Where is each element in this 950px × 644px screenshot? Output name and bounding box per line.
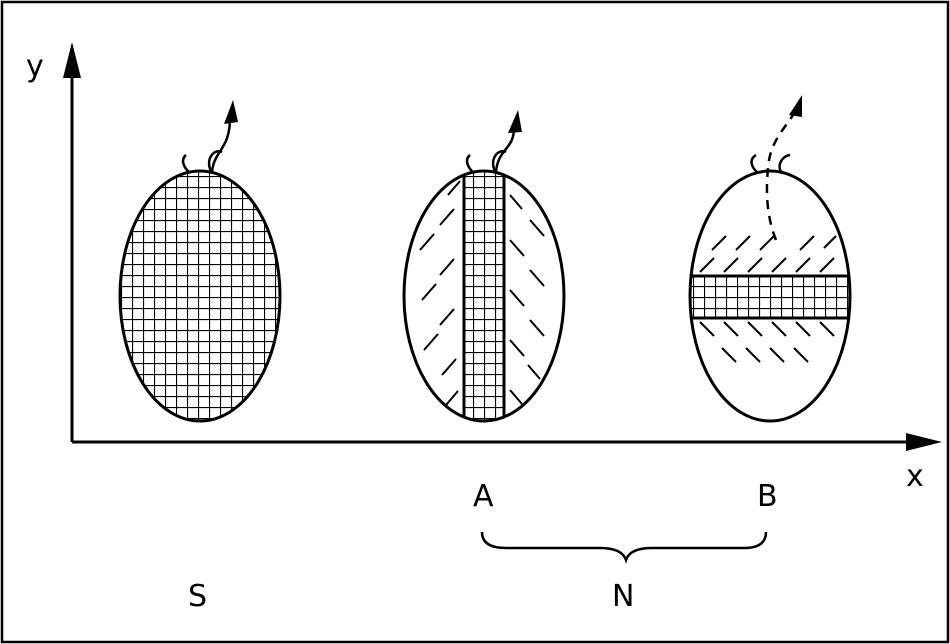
- ellipse-S: [120, 100, 280, 421]
- x-axis-label: x: [906, 459, 924, 494]
- outflow-arrowhead-S: [224, 100, 238, 124]
- label-S: S: [188, 579, 207, 614]
- outflow-arrow-S: [212, 118, 230, 172]
- outflow-arrowhead-A: [508, 110, 522, 133]
- outflow-arrow-A: [496, 128, 514, 172]
- hatch-upper-B: [700, 236, 836, 272]
- brace-A-B: [482, 532, 766, 560]
- outflow-arrowhead-B: [789, 95, 802, 117]
- label-A: A: [473, 479, 494, 514]
- hatch-lower-B: [700, 322, 834, 362]
- hatch-right-A: [510, 195, 544, 404]
- ellipse-B: [680, 95, 860, 421]
- label-B: B: [757, 479, 778, 514]
- ellipse-A: [404, 110, 564, 430]
- x-axis-arrow: [906, 433, 942, 451]
- label-N: N: [612, 579, 634, 614]
- y-axis-label: y: [26, 49, 44, 84]
- hatch-left-A: [420, 181, 460, 405]
- y-axis-arrow: [63, 42, 81, 78]
